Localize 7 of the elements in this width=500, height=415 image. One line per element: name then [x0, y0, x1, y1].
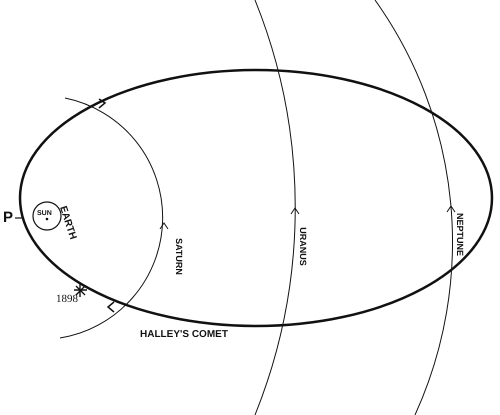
point-label: P: [3, 210, 14, 225]
planet-label: EARTH: [57, 205, 78, 241]
planet-label: NEPTUNE: [455, 213, 464, 256]
planet-label: SATURN: [174, 238, 183, 275]
comet-label: HALLEY'S COMET: [140, 330, 228, 340]
year-label: 1898: [56, 294, 78, 305]
planet-label: URANUS: [298, 227, 307, 266]
